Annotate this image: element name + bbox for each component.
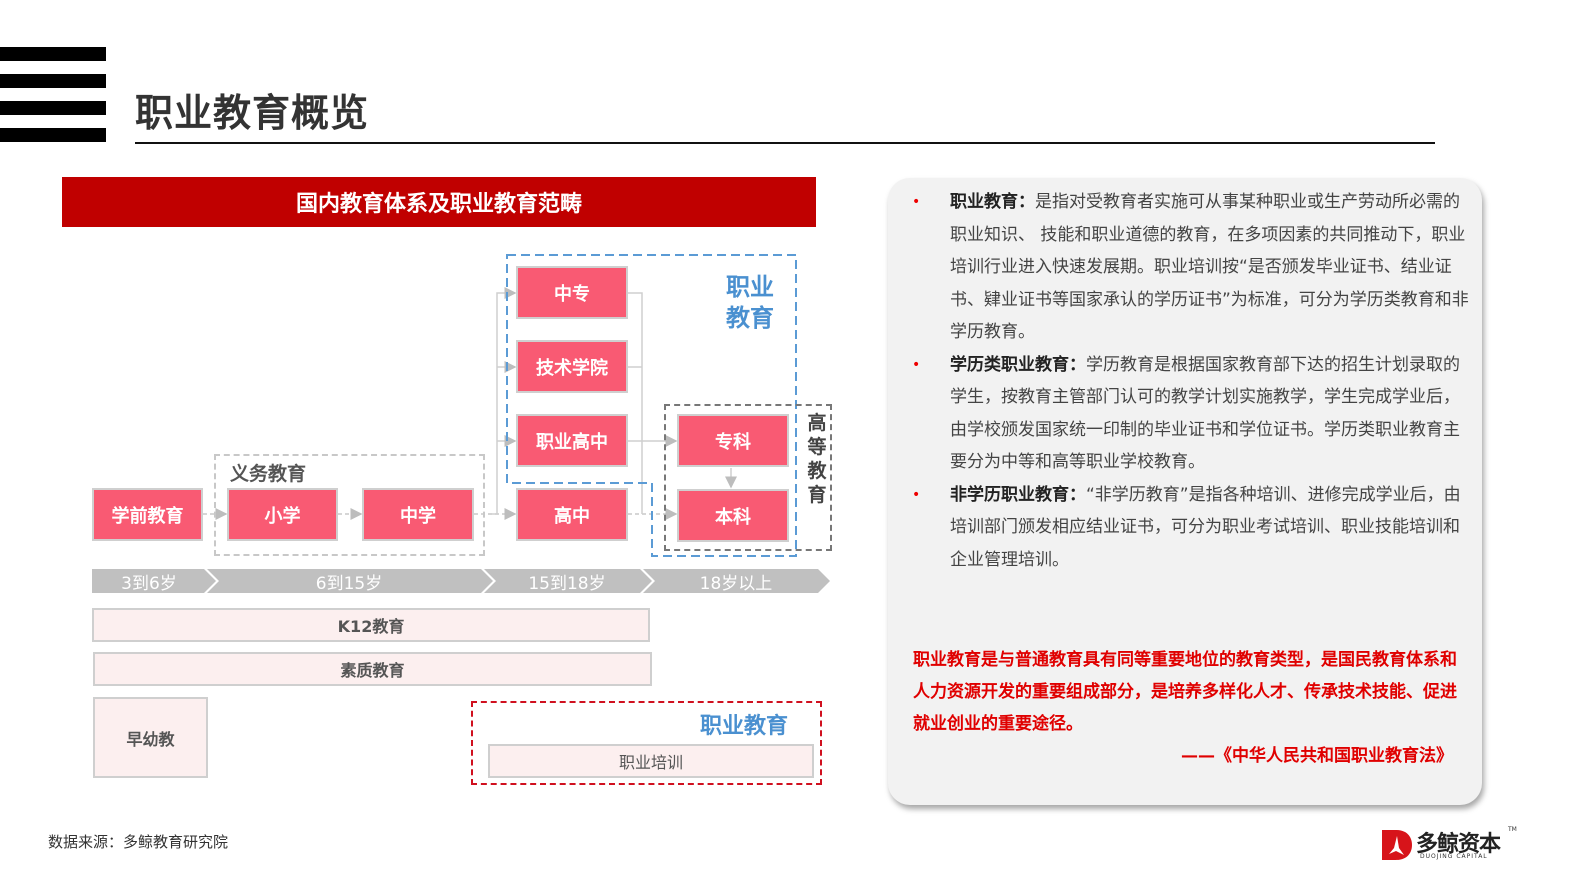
node-technical-college: 技术学院 — [516, 340, 628, 393]
higher-label-char: 等 — [807, 436, 827, 458]
vocational-category-title: 职业教育 — [700, 714, 789, 739]
vocational-education-label: 职业 教育 — [726, 272, 774, 334]
node-primary: 小学 — [227, 488, 338, 541]
definition-text: 是指对受教育者实施可从事某种职业或生产劳动所必需的职业知识、 技能和职业道德的教… — [950, 192, 1469, 342]
header-decor-bar — [0, 74, 106, 88]
higher-education-label: 高 等 教 育 — [806, 411, 828, 507]
node-zhongzhuan: 中专 — [516, 266, 628, 319]
whale-d-logo-icon — [1382, 830, 1412, 860]
definition-item: • 学历类职业教育：学历教育是根据国家教育部下达的招生计划录取的学生，按教育主管… — [910, 349, 1470, 479]
definition-term: 学历类职业教育： — [950, 354, 1086, 375]
higher-label-char: 高 — [807, 412, 827, 434]
header-decor-bar — [0, 101, 106, 115]
category-vocational-training: 职业培训 — [488, 744, 814, 778]
law-quote-source: ——《中华人民共和国职业教育法》 — [1181, 746, 1453, 766]
node-vocational-high-school: 职业高中 — [516, 414, 628, 467]
node-zhuanke: 专科 — [677, 414, 789, 467]
bullet-icon: • — [912, 194, 921, 210]
page-title: 职业教育概览 — [135, 91, 370, 135]
vocational-label-line: 教育 — [726, 304, 774, 332]
description-panel — [888, 178, 1482, 805]
definition-item: • 非学历职业教育：“非学历教育”是指各种培训、进修完成学业后，由培训部门颁发相… — [910, 479, 1470, 577]
category-quality-education: 素质教育 — [93, 652, 652, 686]
definition-text: “非学历教育”是指各种培训、进修完成学业后，由培训部门颁发相应结业证书，可分为职… — [950, 484, 1461, 570]
vocational-label-line: 职业 — [726, 273, 774, 301]
logo-trademark: TM — [1508, 826, 1517, 833]
age-range-18-plus: 18岁以上 — [699, 573, 773, 594]
age-range-3-6: 3到6岁 — [121, 573, 177, 594]
law-quote: 职业教育是与普通教育具有同等重要地位的教育类型，是国民教育体系和人力资源开发的重… — [913, 650, 1457, 734]
definition-item: • 职业教育：是指对受教育者实施可从事某种职业或生产劳动所必需的职业知识、 技能… — [910, 186, 1470, 349]
header-decor-bar — [0, 47, 106, 61]
logo-name: 多鲸资本 — [1416, 832, 1501, 857]
age-range-6-15: 6到15岁 — [315, 573, 383, 594]
node-high-school: 高中 — [516, 488, 628, 541]
node-preschool: 学前教育 — [92, 488, 203, 541]
higher-label-char: 教 — [807, 460, 827, 482]
node-benke: 本科 — [677, 489, 789, 542]
age-range-15-18: 15到18岁 — [528, 573, 606, 594]
node-middle-school: 中学 — [362, 488, 474, 541]
logo-subtitle: DUOJING CAPITAL — [1420, 853, 1488, 860]
bullet-icon: • — [912, 356, 921, 373]
bullet-icon: • — [912, 486, 921, 503]
definition-text: 学历教育是根据国家教育部下达的招生计划录取的学生，按教育主管部门认可的教学计划实… — [950, 354, 1460, 473]
higher-label-char: 育 — [807, 484, 827, 506]
header-decor-bar — [0, 128, 106, 142]
definition-term: 职业教育： — [950, 192, 1035, 212]
compulsory-education-group — [214, 454, 485, 556]
category-k12: K12教育 — [92, 608, 650, 642]
definition-term: 非学历职业教育： — [950, 484, 1086, 505]
company-logo: 多鲸资本 DUOJING CAPITAL TM — [1380, 826, 1520, 862]
data-source: 数据来源：多鲸教育研究院 — [48, 833, 229, 851]
compulsory-education-label: 义务教育 — [230, 463, 307, 485]
title-divider — [135, 142, 1435, 144]
category-early-education: 早幼教 — [93, 697, 208, 778]
higher-education-group — [664, 404, 832, 551]
vocational-category-group — [471, 701, 822, 785]
diagram-banner: 国内教育体系及职业教育范畴 — [62, 177, 816, 227]
definition-list: • 职业教育：是指对受教育者实施可从事某种职业或生产劳动所必需的职业知识、 技能… — [910, 186, 1470, 576]
